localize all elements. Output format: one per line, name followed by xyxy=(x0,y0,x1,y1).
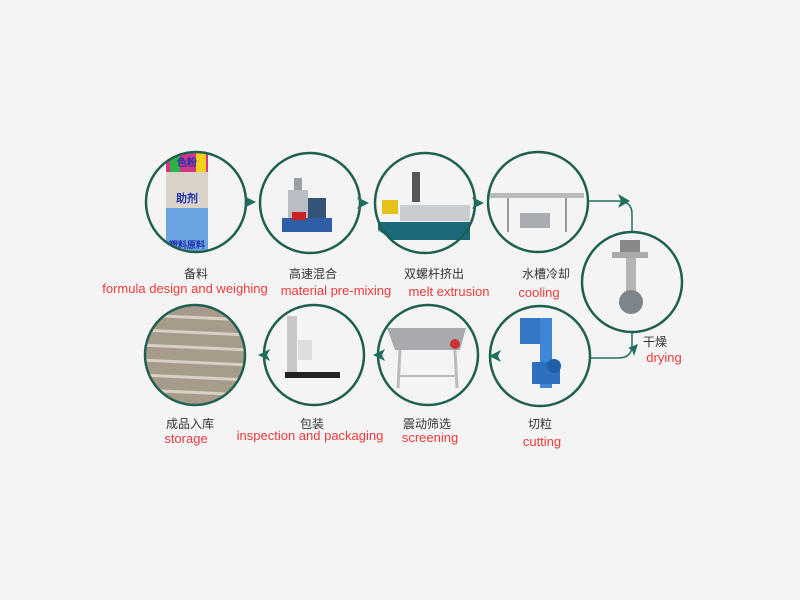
step-label-en: cutting xyxy=(522,434,562,449)
step-label-cn: 水槽冷却 xyxy=(521,267,571,281)
step-label-en: screening xyxy=(401,430,459,445)
packaging-machine-image xyxy=(285,316,340,378)
step-ring xyxy=(262,303,366,407)
warehouse-bags-image xyxy=(146,306,244,404)
step-ring xyxy=(376,303,480,407)
dryer-blower-image xyxy=(612,240,648,314)
raw-materials-image: 色粉 助剂 塑料原料 xyxy=(166,153,208,251)
step-ring xyxy=(486,150,590,254)
step-label-cn: 包装 xyxy=(299,417,325,431)
image-text: 色粉 xyxy=(177,156,197,169)
step-label-en: formula design and weighing xyxy=(102,281,268,296)
image-text: 塑料原料 xyxy=(169,239,205,251)
high-speed-mixer-image xyxy=(282,178,332,232)
arrow-down-icon xyxy=(628,344,638,356)
step-label-en: drying xyxy=(646,350,682,365)
step-label-en: melt extrusion xyxy=(408,284,490,299)
arrow-right-icon xyxy=(357,197,369,209)
pelletizer-image xyxy=(520,318,561,388)
arrow-left-icon xyxy=(373,349,385,361)
flow-arrows xyxy=(244,194,638,362)
step-label-cn: 成品入库 xyxy=(165,417,215,431)
arrow-left-icon xyxy=(258,349,270,361)
step-label-cn: 切粒 xyxy=(527,417,553,431)
arrow-right-icon xyxy=(618,194,630,208)
water-trough-image xyxy=(490,193,584,232)
step-ring xyxy=(144,150,248,254)
arrow-right-icon xyxy=(472,197,484,209)
step-label-cn: 高速混合 xyxy=(288,267,338,281)
step-label-en: storage xyxy=(164,431,208,446)
arrow-right-icon xyxy=(244,196,256,208)
twin-screw-extruder-image xyxy=(378,172,470,240)
step-label-en: inspection and packaging xyxy=(236,428,384,443)
image-text: 助剂 xyxy=(176,191,198,205)
step-ring xyxy=(143,303,247,407)
step-label-en: cooling xyxy=(518,285,560,300)
step-label-cn: 双螺杆挤出 xyxy=(403,267,465,281)
step-label-cn: 备料 xyxy=(183,267,209,281)
step-label-cn: 干燥 xyxy=(642,335,668,349)
step-label-en: material pre-mixing xyxy=(280,283,392,298)
arrow-left-icon xyxy=(489,350,501,362)
step-label-cn: 震动筛选 xyxy=(402,417,452,431)
vibrating-screen-image xyxy=(387,328,466,389)
